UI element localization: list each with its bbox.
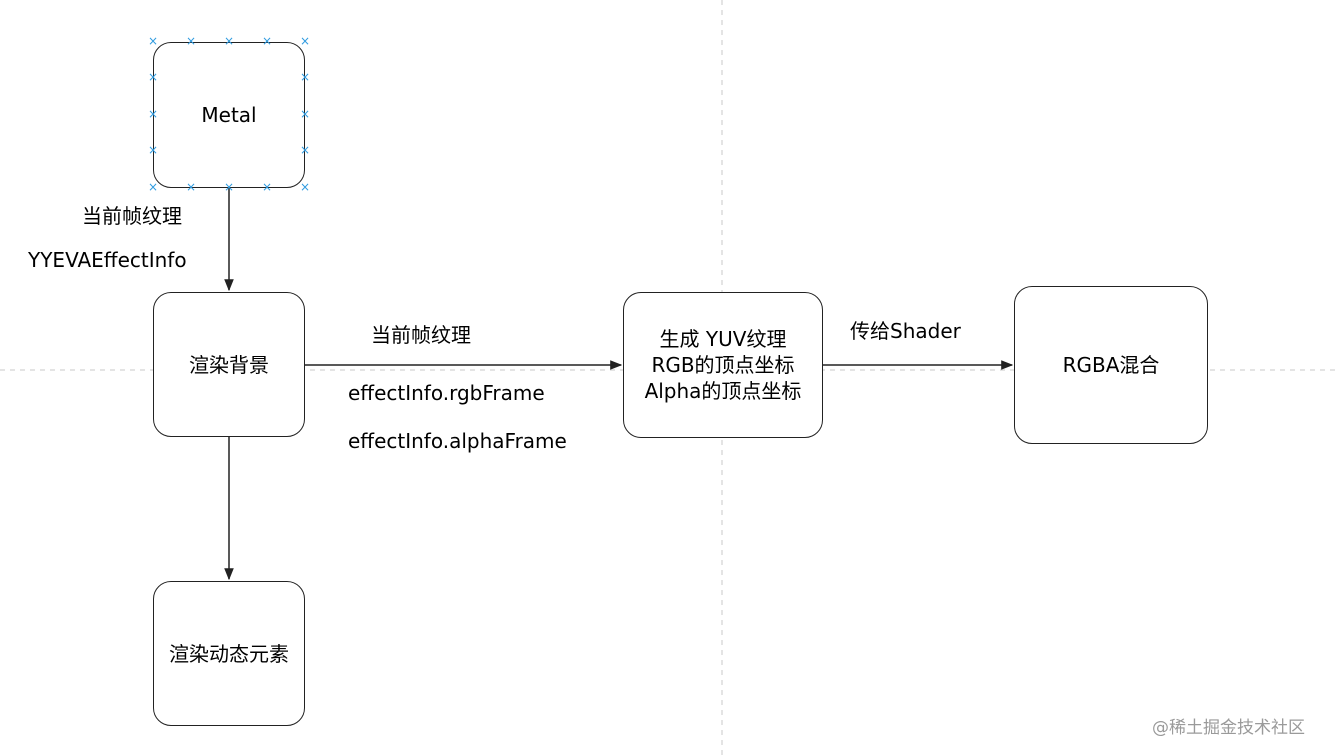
selection-handle-icon[interactable]: × xyxy=(300,180,311,194)
node-generate-yuv-line2: RGB的顶点坐标 xyxy=(651,353,795,377)
node-metal[interactable]: Metal xyxy=(153,42,305,188)
node-render-background[interactable]: 渲染背景 xyxy=(153,292,305,437)
selection-handle-icon[interactable]: × xyxy=(224,34,235,48)
node-generate-yuv[interactable]: 生成 YUV纹理 RGB的顶点坐标 Alpha的顶点坐标 xyxy=(623,292,823,438)
edge-label-current-frame-texture-1: 当前帧纹理 xyxy=(82,204,182,228)
selection-handle-icon[interactable]: × xyxy=(148,34,159,48)
node-rgba-blend-label: RGBA混合 xyxy=(1062,353,1160,377)
selection-handle-icon[interactable]: × xyxy=(262,180,273,194)
edge-label-alpha-frame: effectInfo.alphaFrame xyxy=(348,429,567,453)
selection-handle-icon[interactable]: × xyxy=(186,34,197,48)
selection-handle-icon[interactable]: × xyxy=(148,143,159,157)
selection-handle-icon[interactable]: × xyxy=(300,34,311,48)
node-rgba-blend[interactable]: RGBA混合 xyxy=(1014,286,1208,444)
edge-label-current-frame-texture-2: 当前帧纹理 xyxy=(371,323,471,347)
node-render-dynamic-elements[interactable]: 渲染动态元素 xyxy=(153,581,305,726)
node-render-background-label: 渲染背景 xyxy=(189,352,269,377)
selection-handle-icon[interactable]: × xyxy=(186,180,197,194)
selection-handle-icon[interactable]: × xyxy=(224,180,235,194)
node-generate-yuv-line3: Alpha的顶点坐标 xyxy=(644,379,802,403)
edge-label-rgb-frame: effectInfo.rgbFrame xyxy=(348,381,545,405)
selection-handle-icon[interactable]: × xyxy=(148,180,159,194)
edge-label-yyeva-effect-info: YYEVAEffectInfo xyxy=(28,248,187,272)
watermark: @稀土掘金技术社区 xyxy=(1152,718,1305,738)
edge-label-pass-to-shader: 传给Shader xyxy=(850,319,961,343)
node-generate-yuv-line1: 生成 YUV纹理 xyxy=(659,327,787,351)
selection-handle-icon[interactable]: × xyxy=(148,107,159,121)
selection-handle-icon[interactable]: × xyxy=(300,70,311,84)
node-metal-label: Metal xyxy=(201,103,257,127)
selection-handle-icon[interactable]: × xyxy=(148,70,159,84)
selection-handle-icon[interactable]: × xyxy=(300,143,311,157)
selection-handle-icon[interactable]: × xyxy=(300,107,311,121)
selection-handle-icon[interactable]: × xyxy=(262,34,273,48)
node-render-dynamic-elements-label: 渲染动态元素 xyxy=(169,641,289,666)
